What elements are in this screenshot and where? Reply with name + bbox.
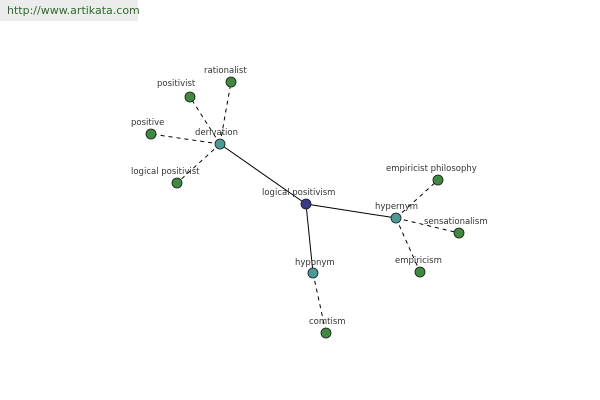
edge-derivation-positive [150,133,221,145]
edge-derivation-rationalist [219,81,232,145]
node-sensationalism[interactable] [453,227,465,239]
node-label-center[interactable]: logical positivism [262,188,335,198]
node-label-comtism[interactable]: comtism [309,317,346,327]
edge-center-hyponym [305,203,314,274]
edge-center-derivation [219,143,307,205]
node-label-logical-positivist[interactable]: logical positivist [131,167,200,177]
node-rationalist[interactable] [225,76,237,88]
source-link[interactable]: http://www.artikata.com [7,4,140,17]
node-label-rationalist[interactable]: rationalist [204,66,247,76]
node-hyponym[interactable] [307,267,319,279]
edge-derivation-logical-positivist [176,143,221,184]
source-bar: http://www.artikata.com [0,0,140,21]
node-label-derivation[interactable]: derivation [195,128,238,138]
node-hypernym[interactable] [390,212,402,224]
edge-hyponym-comtism [312,272,327,334]
node-label-empiricist-philosophy[interactable]: empiricist philosophy [386,164,477,174]
node-label-sensationalism[interactable]: sensationalism [424,217,488,227]
node-label-empiricism[interactable]: empiricism [395,256,442,266]
node-center[interactable] [300,198,312,210]
node-label-positivist[interactable]: positivist [157,79,196,89]
node-positive[interactable] [145,128,157,140]
edge-hypernym-sensationalism [395,217,460,234]
node-label-hyponym[interactable]: hyponym [295,258,335,268]
edge-center-hypernym [305,203,397,219]
node-empiricist-philosophy[interactable] [432,174,444,186]
node-empiricism[interactable] [414,266,426,278]
node-comtism[interactable] [320,327,332,339]
node-label-positive[interactable]: positive [131,118,164,128]
node-positivist[interactable] [184,91,196,103]
edge-derivation-positivist [189,96,221,145]
node-logical-positivist[interactable] [171,177,183,189]
node-label-hypernym[interactable]: hypernym [375,202,418,212]
edge-hypernym-empiricism [395,217,421,273]
edge-hypernym-empiricist-philosophy [395,179,439,219]
node-derivation[interactable] [214,138,226,150]
